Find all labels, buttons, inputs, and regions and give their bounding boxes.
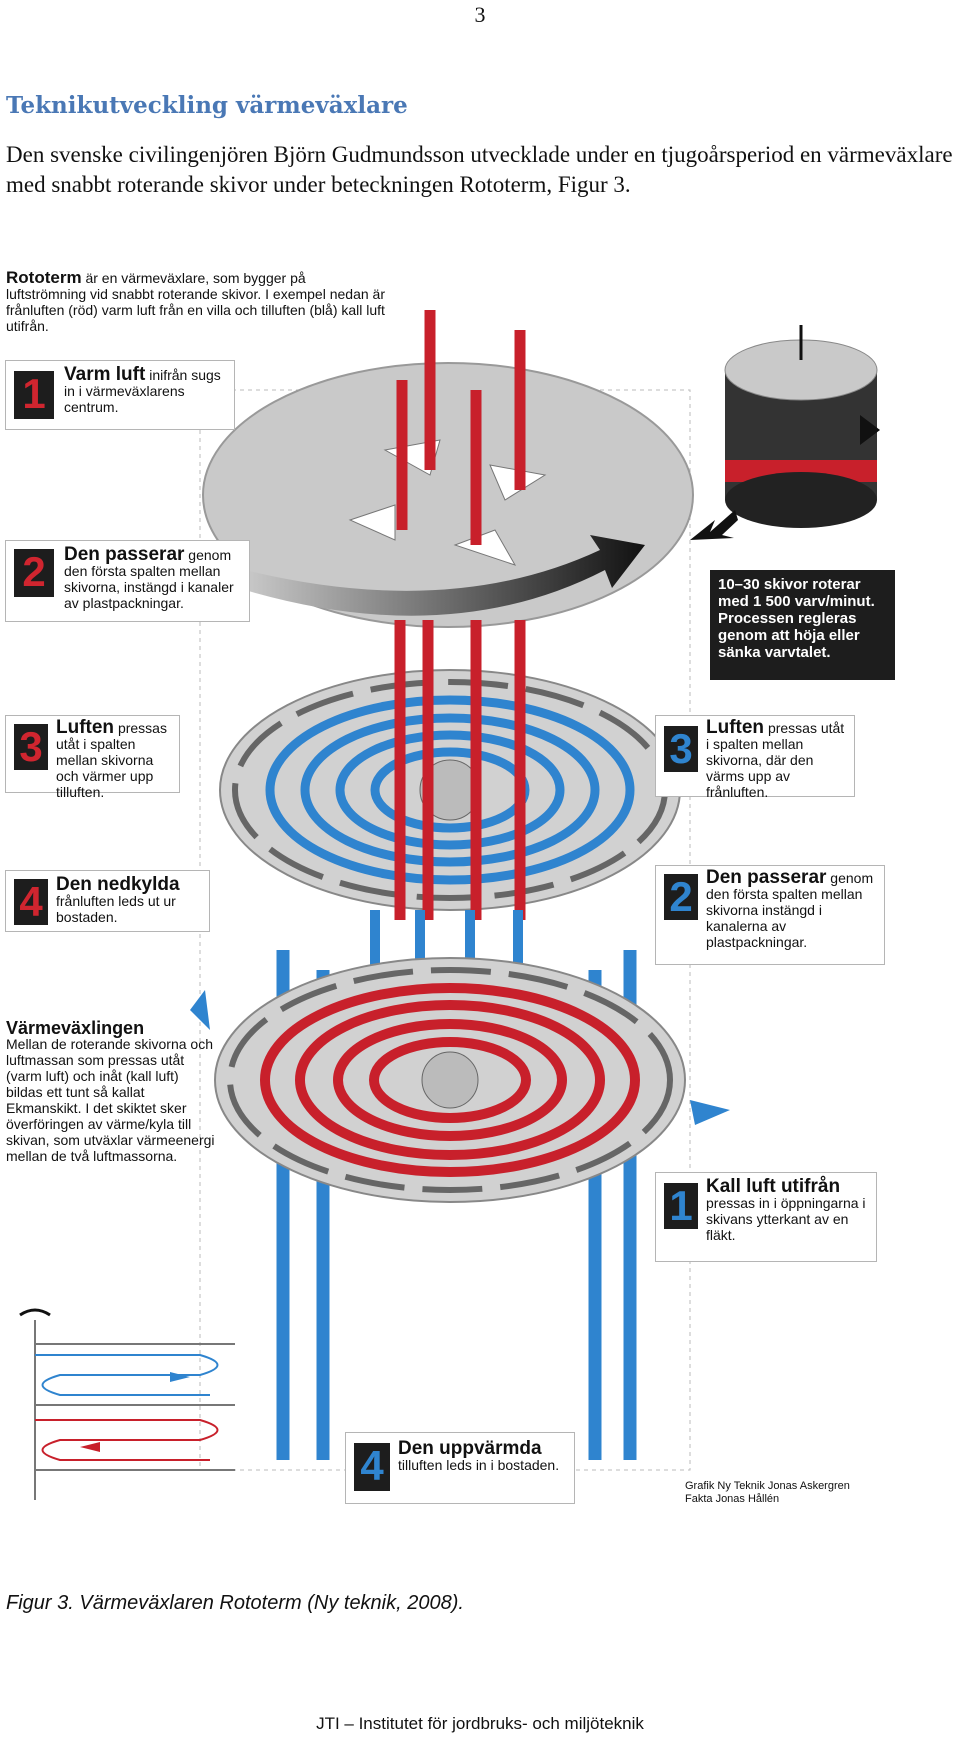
callout-title: Luften: [56, 717, 115, 738]
callout-title: Kall luft utifrån: [706, 1176, 841, 1197]
callout-number: 4: [14, 879, 48, 925]
callout-3-left: 3 Luften pressas utåt i spalten mellan s…: [5, 715, 180, 800]
callout-4-left: 4 Den nedkylda frånluften leds ut ur bos…: [5, 870, 210, 932]
rotation-arrow: [245, 535, 645, 616]
callout-text: genom den första spalten mellan skivorna…: [64, 547, 234, 611]
warm-inlet-arrows: [396, 310, 526, 545]
callout-number: 1: [14, 371, 54, 419]
section-heading: Teknikutveckling värmeväxlare: [6, 92, 408, 119]
callout-text: inifrån sugs in i värmeväxlarens centrum…: [64, 367, 221, 415]
top-disc: [202, 362, 694, 628]
callout-number: 1: [664, 1183, 698, 1229]
credit-line-1: Grafik Ny Teknik Jonas Askergren: [685, 1480, 850, 1492]
page-footer: JTI – Institutet för jordbruks- och milj…: [316, 1714, 644, 1733]
callout-title: Den uppvärmda: [398, 1438, 542, 1459]
exchange-block: Värmeväxlingen Mellan de roterande skivo…: [6, 1018, 216, 1164]
middle-disc-spiral: [265, 695, 635, 885]
callout-text: tilluften leds in i bostaden.: [398, 1457, 560, 1473]
credit: Grafik Ny Teknik Jonas Askergren Fakta J…: [685, 1480, 850, 1506]
exchange-title: Värmeväxlingen: [6, 1018, 145, 1038]
callout-1-right: 1 Kall luft utifrån pressas in i öppning…: [655, 1172, 877, 1262]
callout-number: 4: [354, 1443, 390, 1491]
callout-title: Den passerar: [706, 867, 827, 888]
credit-line-2: Fakta Jonas Hållén: [685, 1493, 780, 1505]
warm-through-columns: [394, 620, 526, 920]
rototerm-figure: Rototerm är en värmeväxlare, som bygger …: [0, 268, 960, 1530]
figure-caption: Figur 3. Värmeväxlaren Rototerm (Ny tekn…: [6, 1592, 464, 1614]
rototerm-intro-title: Rototerm: [6, 268, 82, 287]
disc-stack: [690, 325, 880, 540]
rototerm-intro: Rototerm är en värmeväxlare, som bygger …: [6, 268, 386, 334]
callout-title: Varm luft: [64, 364, 146, 385]
page-number: 3: [474, 2, 486, 27]
callout-text: pressas utåt i spalten mellan skivorna, …: [706, 720, 845, 800]
callout-number: 2: [14, 549, 54, 597]
rototerm-intro-text: är en värmeväxlare, som bygger på luftst…: [6, 270, 385, 334]
callout-text: frånluften leds ut ur bostaden.: [56, 893, 176, 925]
callout-1-left: 1 Varm luft inifrån sugs in i värmeväxla…: [5, 360, 235, 430]
callout-3-right: 3 Luften pressas utåt i spalten mellan s…: [655, 715, 855, 800]
callout-number: 3: [664, 726, 698, 772]
callout-title: Den nedkylda: [56, 874, 180, 895]
callout-text: pressas in i öppningarna i skivans ytter…: [706, 1195, 866, 1243]
callout-2-left: 2 Den passerar genom den första spalten …: [5, 540, 250, 622]
exchange-text: Mellan de roterande skivorna och luftmas…: [6, 1036, 215, 1164]
callout-text: pressas utåt i spalten mellan skivorna o…: [56, 720, 167, 800]
callout-text: genom den första spalten mellan skivorna…: [706, 870, 874, 950]
left-outlet-arrow: [190, 990, 210, 1030]
bottom-columns: [369, 1190, 526, 1330]
right-outlet-arrow: [690, 1100, 730, 1125]
callout-title: Den passerar: [64, 544, 185, 565]
callout-title: Luften: [706, 717, 765, 738]
intro-paragraph: Den svenske civilingenjören Björn Gudmun…: [6, 142, 953, 197]
lower-disc-spiral: [260, 983, 640, 1177]
callout-2-right: 2 Den passerar genom den första spalten …: [655, 865, 885, 965]
callout-4-bottom: 4 Den uppvärmda tilluften leds in i bost…: [345, 1432, 575, 1504]
ekman-diagram: [19, 1308, 235, 1500]
rotation-note: 10–30 skivor roterar med 1 500 varv/minu…: [710, 570, 895, 680]
callout-number: 3: [14, 724, 48, 770]
callout-number: 2: [664, 874, 698, 920]
zoom-arrow: [690, 510, 738, 540]
rototerm-illustration: [19, 310, 880, 1500]
